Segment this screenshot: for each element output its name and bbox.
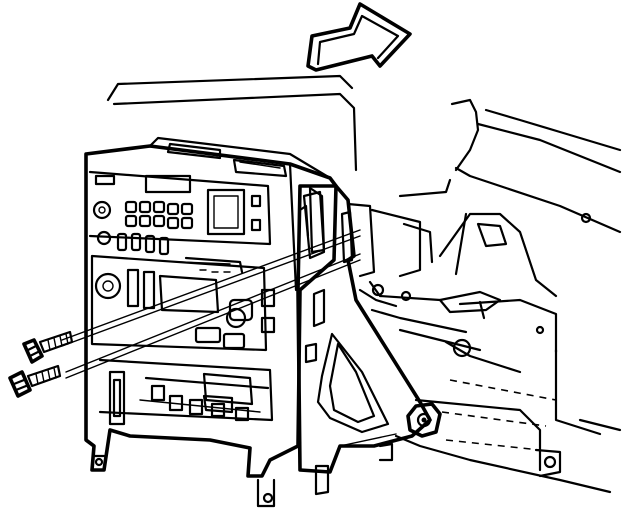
instrument-panel-carrier: [84, 136, 394, 508]
mounting-bolt-lower: [8, 253, 361, 398]
direction-arrow: [306, 2, 412, 72]
hvac-control-module: [90, 254, 276, 352]
retaining-nut: [406, 402, 442, 438]
radio-receiver: [88, 170, 272, 256]
mounting-bolt-upper: [22, 229, 361, 364]
dashboard-structure: [106, 74, 622, 494]
